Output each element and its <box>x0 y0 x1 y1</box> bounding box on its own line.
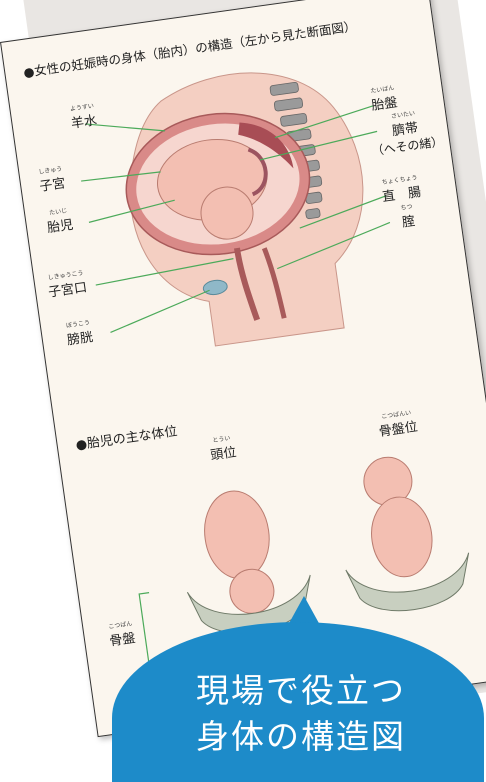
label-head-position: とうい頭位 <box>208 434 237 463</box>
bubble-text-line2: 身体の構造図 <box>196 710 406 758</box>
label-rectum: ちょくちょう直 腸 <box>380 174 422 205</box>
label-amniotic-fluid: ようすい羊水 <box>69 102 98 131</box>
label-fetus: たいじ胎児 <box>45 207 74 236</box>
label-placenta: たいばん胎盤 <box>369 84 398 113</box>
label-breech-position: こつばんい骨盤位 <box>376 409 418 440</box>
label-cervix: しきゅうこう子宮口 <box>46 269 88 300</box>
label-pelvis: こつばん骨盤 <box>107 620 136 649</box>
section-title-fetal-positions: ●胎児の主な体位 <box>74 420 178 453</box>
label-bladder: ぼうこう膀胱 <box>65 319 94 348</box>
bubble-text-line1: 現場で役立つ <box>196 664 406 712</box>
label-uterus: しきゅう子宮 <box>37 165 66 194</box>
